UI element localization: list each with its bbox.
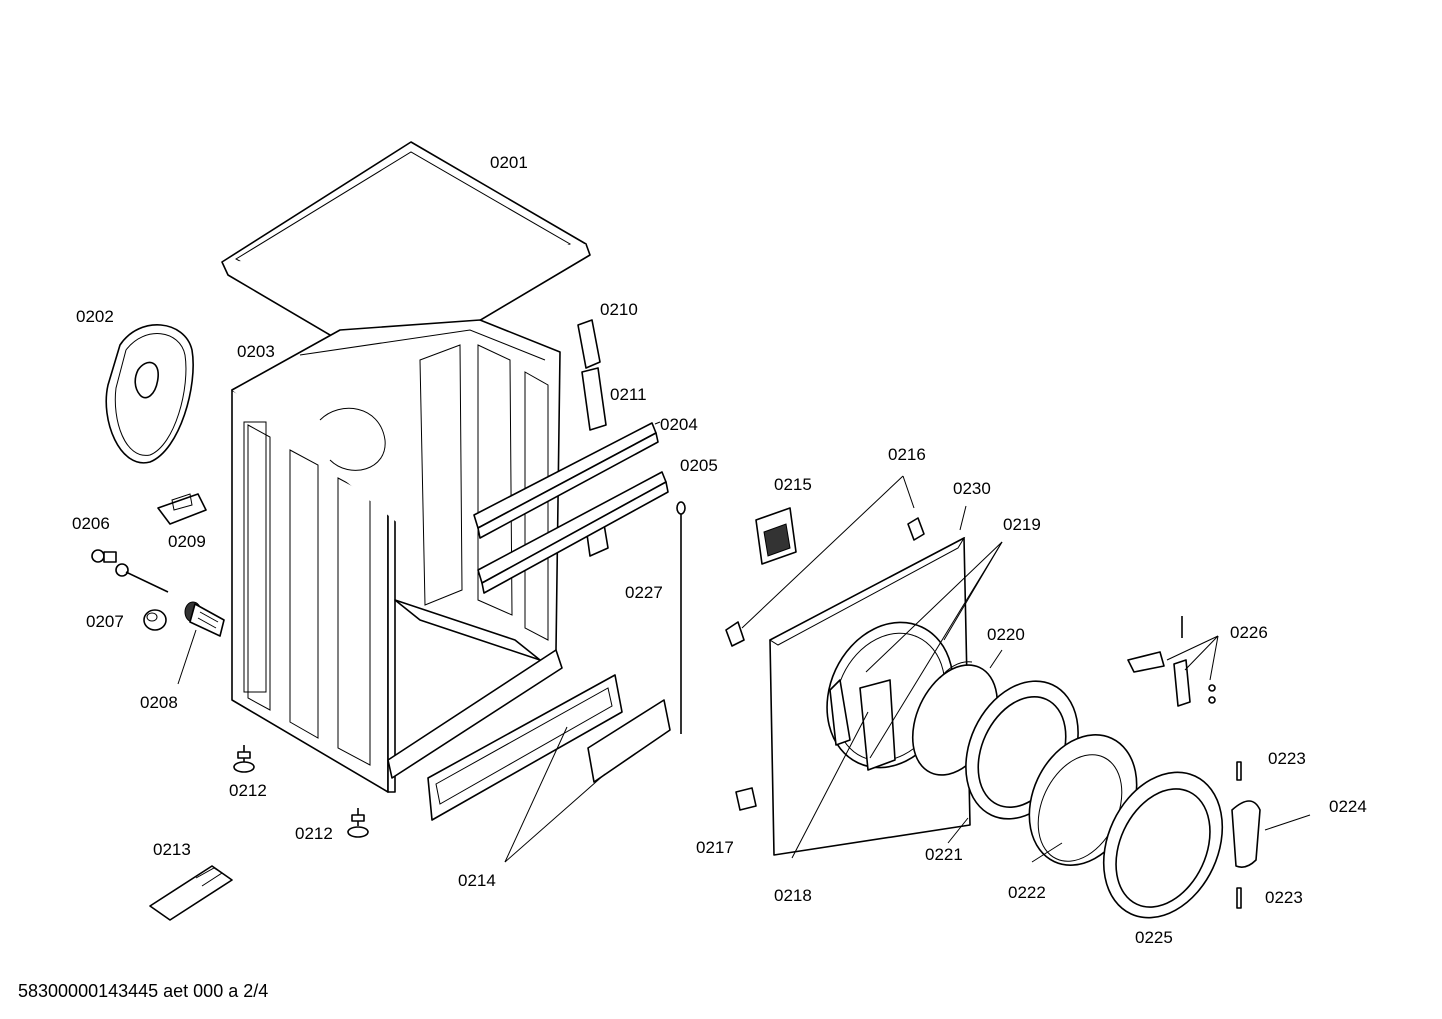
label-0212-a: 0212 [229,781,267,800]
part-screw [91,549,169,593]
label-0211: 0211 [610,385,647,404]
part-pin-2 [1236,887,1242,909]
label-0206: 0206 [72,514,110,533]
part-plate [149,865,233,921]
label-0217: 0217 [696,838,734,857]
label-0222: 0222 [1008,883,1046,902]
label-0226: 0226 [1230,623,1268,642]
part-rear-cover [105,324,194,464]
part-plinth [427,674,671,821]
label-0223-a: 0223 [1268,749,1306,768]
label-0203: 0203 [237,342,275,361]
label-0205: 0205 [680,456,718,475]
label-0207: 0207 [86,612,124,631]
label-0225: 0225 [1135,928,1173,947]
part-cabinet [231,319,563,793]
leader-lines [177,421,1311,863]
label-0202: 0202 [76,307,114,326]
label-0230: 0230 [953,479,991,498]
part-module [755,507,797,565]
label-0213: 0213 [153,840,191,859]
part-outer-door-ring [1102,771,1224,919]
label-0223-b: 0223 [1265,888,1303,907]
part-rod [676,501,686,734]
part-door-handle [1231,800,1261,868]
part-sleeve [184,601,225,637]
part-foot-2 [347,808,369,838]
label-0201: 0201 [490,153,528,172]
part-cross-rails [473,422,669,594]
label-0224: 0224 [1329,797,1367,816]
part-hinge-set [1127,616,1216,707]
label-0212-b: 0212 [295,824,333,843]
part-cap [143,609,167,631]
label-0219: 0219 [1003,515,1041,534]
label-0208: 0208 [140,693,178,712]
label-0214: 0214 [458,871,496,890]
label-0218: 0218 [774,886,812,905]
label-0220: 0220 [987,625,1025,644]
label-0216: 0216 [888,445,926,464]
part-pin-1 [1236,761,1242,781]
label-0204: 0204 [660,415,698,434]
label-0227: 0227 [625,583,663,602]
document-reference: 58300000143445 aet 000 a 2/4 [18,981,269,1001]
part-foot-1 [233,745,255,773]
part-clip [157,493,207,525]
label-0221: 0221 [925,845,963,864]
part-small-clip-2 [907,517,925,541]
part-connector [735,787,757,811]
label-0209: 0209 [168,532,206,551]
part-small-clip-1 [725,621,745,647]
label-0210: 0210 [600,300,638,319]
label-0215: 0215 [774,475,812,494]
